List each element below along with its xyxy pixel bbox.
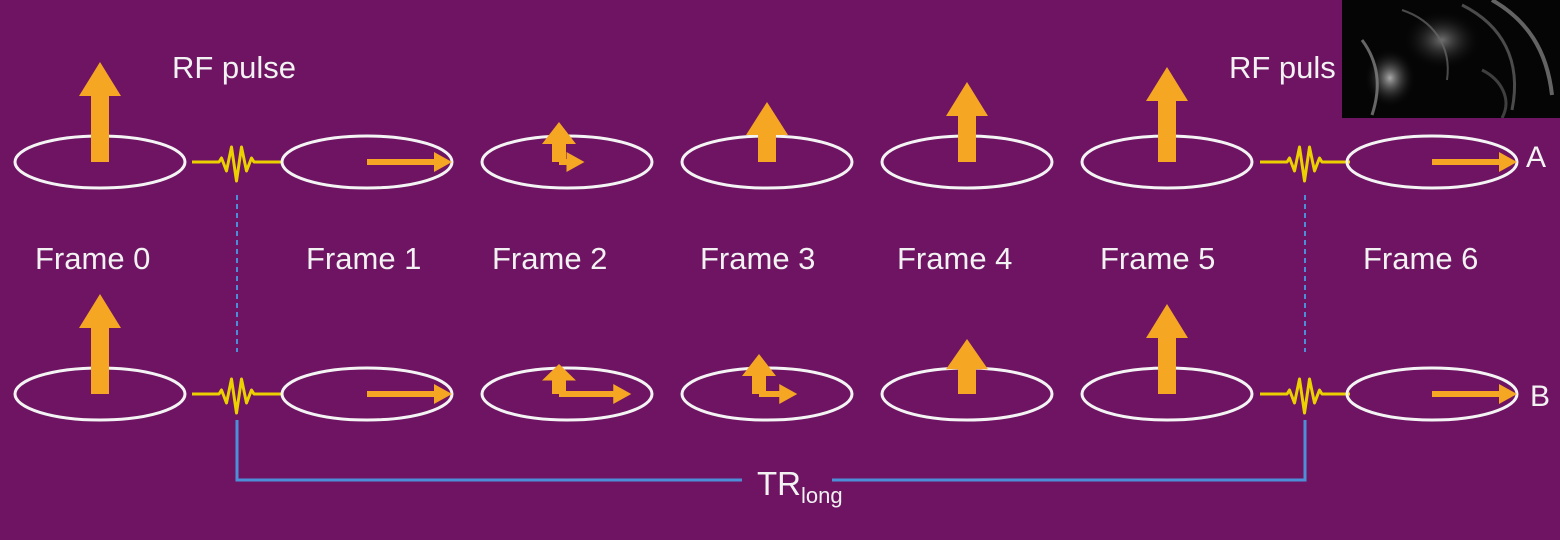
row_B-ellipse-2 xyxy=(480,366,654,422)
row_A-rf-pulse-2 xyxy=(1260,145,1350,183)
row_B-vector-5-longitudinal xyxy=(1146,304,1188,394)
row_A-vector-0-longitudinal xyxy=(79,62,121,162)
row_A-vector-1-transverse-head xyxy=(434,152,452,172)
row_B-vector-3-transverse-head xyxy=(779,384,798,404)
row_A-vector-3-longitudinal xyxy=(746,102,788,162)
tr-subscript-text: long xyxy=(801,483,843,508)
row_A-vector-5-longitudinal xyxy=(1146,67,1188,162)
row_A-vector-2-transverse-head xyxy=(566,152,585,172)
interval-bracket-left xyxy=(235,420,742,482)
frame-label-0: Frame 0 xyxy=(35,241,151,276)
row_B-vector-2-longitudinal xyxy=(542,364,576,394)
row_B-vector-3-longitudinal xyxy=(742,354,776,394)
frame-label-1: Frame 1 xyxy=(306,241,422,276)
rf-pulse-label-right: RF puls xyxy=(1229,50,1336,85)
row_A-vector-2-longitudinal xyxy=(542,122,576,162)
row_B-rf-pulse-2 xyxy=(1260,377,1350,415)
interval-bracket-right xyxy=(832,420,1307,482)
frame-label-6: Frame 6 xyxy=(1363,241,1479,276)
frame-label-2: Frame 2 xyxy=(492,241,608,276)
row-label-b: B xyxy=(1530,380,1551,413)
row_A-vector-6-transverse-head xyxy=(1499,152,1517,172)
row_B-vector-6-transverse-head xyxy=(1499,384,1517,404)
tr-long-label: TRlong xyxy=(757,467,843,507)
rf-pulse-label-left: RF pulse xyxy=(172,50,297,85)
row_A-vector-4-longitudinal xyxy=(946,82,988,162)
frame-label-3: Frame 3 xyxy=(700,241,816,276)
row_B-vector-1-transverse-head xyxy=(434,384,452,404)
row_B-rf-pulse-1 xyxy=(192,377,282,415)
inset-mri-image xyxy=(1342,0,1560,118)
frame-label-4: Frame 4 xyxy=(897,241,1013,276)
row_B-vector-0-longitudinal xyxy=(79,294,121,394)
row_B-vector-4-longitudinal xyxy=(946,339,988,394)
frame-label-5: Frame 5 xyxy=(1100,241,1216,276)
row_B-vector-2-transverse-head xyxy=(613,384,632,404)
row_A-rf-pulse-1 xyxy=(192,145,282,183)
tr-main-text: TR xyxy=(757,465,801,502)
row-label-a: A xyxy=(1526,141,1547,174)
